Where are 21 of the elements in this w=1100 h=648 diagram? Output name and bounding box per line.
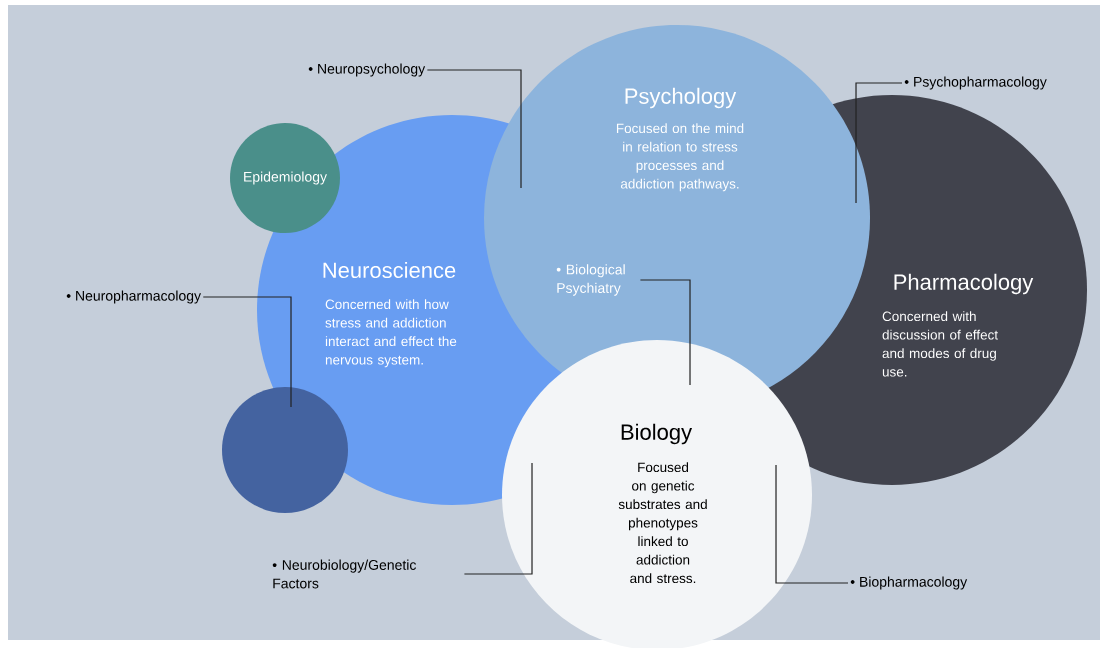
list-item: • Neuropsychology <box>308 63 426 77</box>
circle <box>222 387 348 513</box>
leader-line <box>639 279 691 386</box>
list-item: • Neurobiology/Genetic Factors <box>272 559 416 589</box>
description: Focused on the mind in relation to stress processes and addiction pathways. <box>616 123 744 192</box>
list-item: • Biological Psychiatry <box>556 264 625 296</box>
heading: Pharmacology <box>894 273 1034 295</box>
leader-line <box>202 296 292 408</box>
leader-line <box>426 69 522 189</box>
description: Concerned with how stress and addiction interact and effect the nervous system. <box>325 299 457 368</box>
heading: Biology <box>621 423 693 445</box>
leader-line <box>775 464 849 584</box>
heading: Neuroscience <box>323 261 456 279</box>
description: Focused on genetic substrates and phenotypes linked to addiction and stress. <box>618 462 707 584</box>
leader-line <box>855 82 903 204</box>
description: Concerned with discussion of effect and modes of drug use. <box>882 311 998 377</box>
heading: Psychology <box>625 87 737 109</box>
list-item: • Neuropharmacology <box>66 290 201 304</box>
list-item: • Psychopharmacology <box>904 76 1047 90</box>
leader-line <box>463 462 533 575</box>
list-item: • Biopharmacology <box>850 576 968 590</box>
